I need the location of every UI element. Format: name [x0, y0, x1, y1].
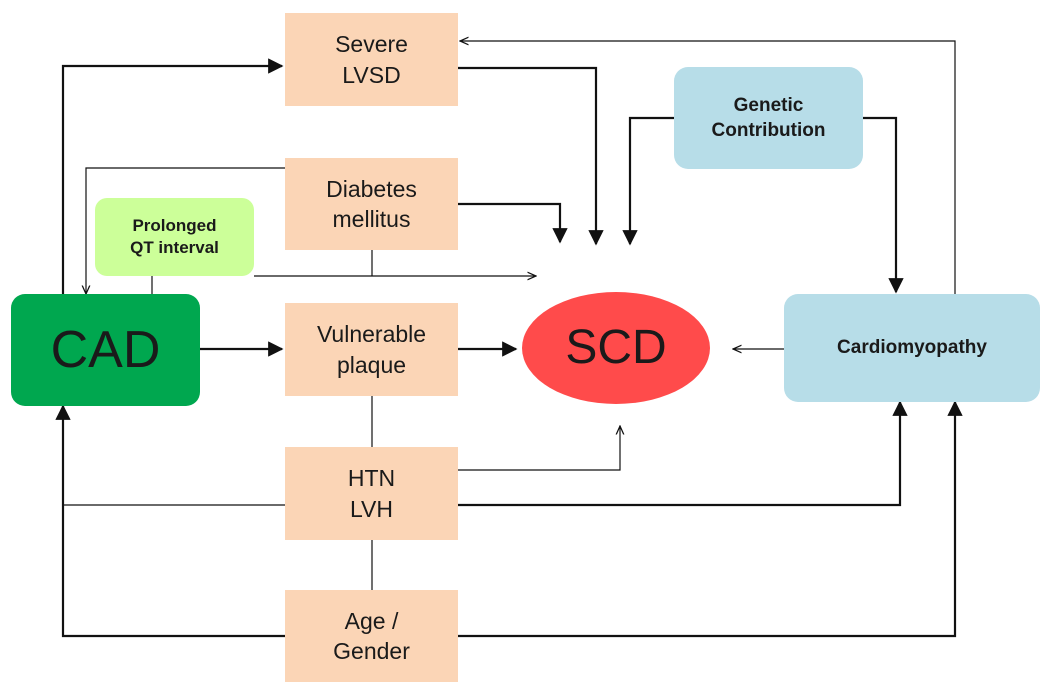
edge-genetic-to-scd: [622, 116, 674, 246]
node-cardiomyopathy: Cardiomyopathy: [784, 294, 1040, 402]
edge-age-to-cardiomyopathy: [458, 400, 963, 638]
node-htn-lvh-label: HTN LVH: [347, 465, 396, 522]
node-genetic-contribution: Genetic Contribution: [674, 67, 863, 169]
edge-diabetes-to-cad: [86, 167, 285, 294]
node-prolonged-qt-interval: Prolonged QT interval: [95, 198, 254, 276]
edge-cardiomyopathy-to-severe-lvsd: [460, 41, 956, 294]
edge-cad-to-severe-lvsd: [61, 58, 284, 294]
node-severe-lvsd-label: Severe LVSD: [335, 31, 408, 88]
node-severe-lvsd: Severe LVSD: [285, 13, 458, 106]
node-diabetes-label: Diabetes mellitus: [326, 175, 417, 232]
node-diabetes-mellitus: Diabetes mellitus: [285, 158, 458, 250]
edge-genetic-to-cardiomyopathy: [863, 116, 904, 294]
node-prolonged-qt-label: Prolonged QT interval: [130, 215, 219, 257]
node-cad: CAD: [11, 294, 200, 406]
node-vulnerable-plaque: Vulnerable plaque: [285, 303, 458, 396]
node-vulnerable-plaque-label: Vulnerable plaque: [316, 321, 427, 378]
edge-age-to-cad: [55, 404, 285, 638]
edge-htn-to-cardiomyopathy: [458, 400, 908, 507]
node-scd: SCD: [522, 292, 710, 404]
node-htn-lvh: HTN LVH: [285, 447, 458, 540]
node-cad-label: CAD: [50, 320, 161, 379]
edge-htn-to-scd: [458, 426, 620, 471]
edge-severe-lvsd-to-scd: [458, 66, 604, 246]
node-scd-label: SCD: [565, 321, 667, 375]
node-genetic-label: Genetic Contribution: [711, 94, 826, 141]
node-age-gender: Age / Gender: [285, 590, 458, 682]
edge-diabetes-to-scd: [458, 202, 568, 244]
node-cardiomyopathy-label: Cardiomyopathy: [837, 337, 987, 359]
node-age-gender-label: Age / Gender: [333, 607, 410, 664]
